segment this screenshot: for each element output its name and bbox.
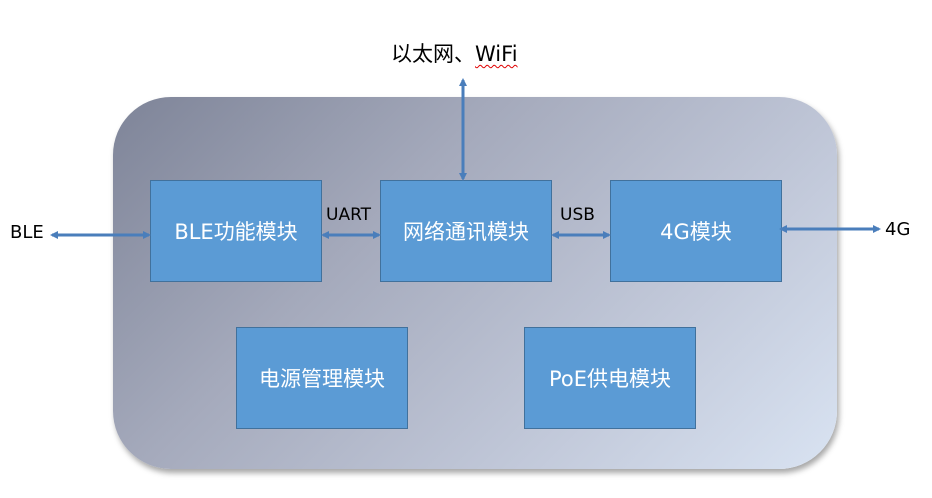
wifi-label: WiFi [475, 42, 518, 66]
poe-power-label: PoE供电模块 [548, 367, 672, 391]
network-module-block: 网络通讯模块 [380, 180, 552, 282]
ble-external-label: BLE [10, 222, 44, 243]
power-management-label: 电源管理模块 [259, 367, 385, 391]
power-management-block: 电源管理模块 [236, 327, 408, 429]
uart-label: UART [326, 205, 372, 225]
ethernet-label: 以太网、 [391, 42, 475, 66]
ble-module-block: BLE功能模块 [150, 180, 322, 282]
ethernet-wifi-label: 以太网、WiFi [391, 38, 518, 68]
usb-label: USB [560, 205, 595, 225]
device-enclosure [113, 97, 837, 469]
4g-external-label: 4G [885, 219, 911, 240]
poe-power-block: PoE供电模块 [524, 327, 696, 429]
network-module-label: 网络通讯模块 [403, 220, 529, 244]
4g-module-block: 4G模块 [610, 180, 782, 282]
ble-module-label: BLE功能模块 [174, 220, 298, 244]
4g-module-label: 4G模块 [660, 220, 732, 244]
